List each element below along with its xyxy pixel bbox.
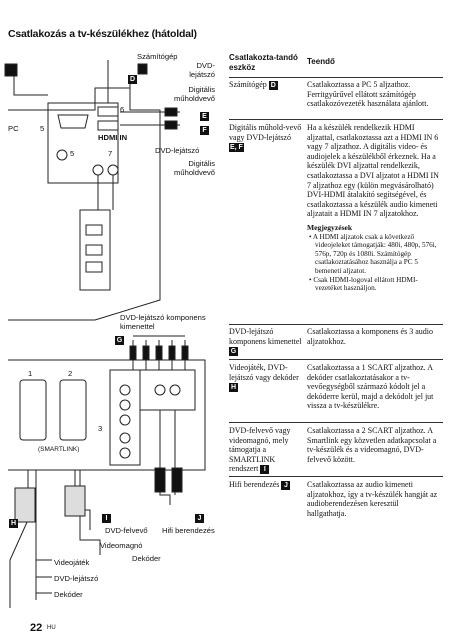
row5-action: Csatlakoztassa a 2 SCART aljzathoz. A Sm… xyxy=(307,426,437,464)
label-dvd-felvevo: DVD-felvevő xyxy=(105,526,148,535)
label-dekoder-2: Dekóder xyxy=(54,590,83,599)
page-language: HU xyxy=(47,625,56,631)
port-number-7: 7 xyxy=(108,149,113,158)
row6-action: Csatlakoztassa az audio kimeneti aljzato… xyxy=(307,480,438,518)
scart-1-label: 1 xyxy=(28,369,33,378)
label-hifi: Hifi berendezés xyxy=(162,526,215,535)
component-panel xyxy=(109,369,141,466)
label-dekoder: Dekóder xyxy=(132,554,161,563)
smartlink-label: (SMARTLINK) xyxy=(38,446,80,453)
row2-badge: E, F xyxy=(229,143,244,153)
digital-receiver-label: Digitális műholdvevő xyxy=(174,85,215,103)
table-row: Videojáték, DVD-lejátszó vagy dekóder H xyxy=(229,363,302,393)
label-dvd-lejatszo: DVD-lejátszó xyxy=(54,574,99,583)
hdmi-port-7 xyxy=(97,120,119,131)
row3-action: Csatlakoztassa a komponens és 3 audio al… xyxy=(307,327,433,346)
badge-g: G xyxy=(115,336,124,345)
row6-device: Hifi berendezés xyxy=(229,480,280,489)
table-header-action: Teendő xyxy=(307,57,335,66)
dvd-recorder-label: DVD-lejátszó xyxy=(189,61,215,79)
table-row: Digitális műhold-vevő vagy DVD-lejátszó … xyxy=(229,123,302,153)
digital-receiver-label-2: Digitális műholdvevő xyxy=(174,159,215,177)
port-panel-top xyxy=(47,102,119,184)
row1-action: Csatlakoztassa a PC 5 aljzathoz. Ferritg… xyxy=(307,80,429,109)
port-number-5: 5 xyxy=(70,149,75,158)
page-title: Csatlakozás a tv-készülékhez (hátoldal) xyxy=(8,28,197,40)
badge-e: E xyxy=(200,112,209,121)
row5-device: DVD-felvevő vagy videomagnó, mely támoga… xyxy=(229,426,291,474)
row2-note-2: • Csak HDMI-logoval ellátott HDMI-vezeté… xyxy=(309,275,418,293)
table-row: DVD-felvevő vagy videomagnó, mely támoga… xyxy=(229,426,302,475)
row4-action: Csatlakoztassa a 1 SCART aljzathoz. A de… xyxy=(307,363,434,411)
table-row: DVD-lejátszó komponens kimenettel G xyxy=(229,327,302,357)
row2-action: Ha a készülék rendelkezik HDMI aljzattal… xyxy=(307,123,439,219)
row5-badge: I xyxy=(260,465,270,475)
hdmi-port-6 xyxy=(97,106,119,117)
table-header-device: Csatlakozta-tandó eszköz xyxy=(229,53,298,72)
audio-jack-r xyxy=(107,164,119,176)
row1-badge: D xyxy=(268,81,278,90)
table-row: Hifi berendezés J xyxy=(229,480,302,490)
label-videomagno: Videomagnó xyxy=(100,541,143,550)
row2-note-title: Megjegyzések xyxy=(307,222,353,232)
row6-badge: J xyxy=(281,481,291,490)
computer-label: Számítógép xyxy=(137,52,178,61)
scart-2-label: 2 xyxy=(68,369,73,378)
scart-2 xyxy=(59,379,87,441)
port-number-3: 3 xyxy=(98,424,103,433)
row4-badge: H xyxy=(229,383,238,393)
table-row: Számítógép D xyxy=(229,80,302,90)
audio-out-panel xyxy=(139,369,196,411)
tv-bottom-panel xyxy=(8,359,206,471)
row4-device: Videojáték, DVD-lejátszó vagy dekóder xyxy=(229,363,299,382)
pc-port-number: 5 xyxy=(40,124,45,133)
audio-jack-l xyxy=(92,164,104,176)
row3-device: DVD-lejátszó komponens kimenettel xyxy=(229,327,302,346)
hdmi-in-label: HDMI IN xyxy=(98,133,128,142)
pc-port-label: PC xyxy=(8,124,19,133)
scart-1 xyxy=(19,379,47,441)
row2-note-1: • A HDMI aljzatok csak a következő video… xyxy=(309,232,437,275)
header-divider xyxy=(229,77,443,78)
row1-device: Számítógép xyxy=(229,80,267,89)
badge-d: D xyxy=(128,75,137,84)
badge-h: H xyxy=(9,519,18,528)
vga-port xyxy=(57,114,89,129)
badge-i: I xyxy=(102,514,111,523)
port-number-6: 6 xyxy=(120,105,125,114)
dvd-player-label-2: DVD-lejátszó xyxy=(155,146,200,155)
tv-back-outline xyxy=(8,87,161,321)
audio-jack-pc xyxy=(56,149,68,161)
badge-f: F xyxy=(200,126,209,135)
side-panel xyxy=(79,209,111,291)
badge-j: J xyxy=(195,514,204,523)
row2-device: Digitális műhold-vevő vagy DVD-lejátszó xyxy=(229,123,302,142)
row2-action-block: Ha a készülék rendelkezik HDMI aljzattal… xyxy=(307,123,439,293)
row3-badge: G xyxy=(229,347,238,357)
label-videojatek: Videojáték xyxy=(54,558,90,567)
page-number: 22 xyxy=(30,622,43,634)
component-out-label: DVD-lejátszó komponens kimenettel xyxy=(120,313,206,331)
